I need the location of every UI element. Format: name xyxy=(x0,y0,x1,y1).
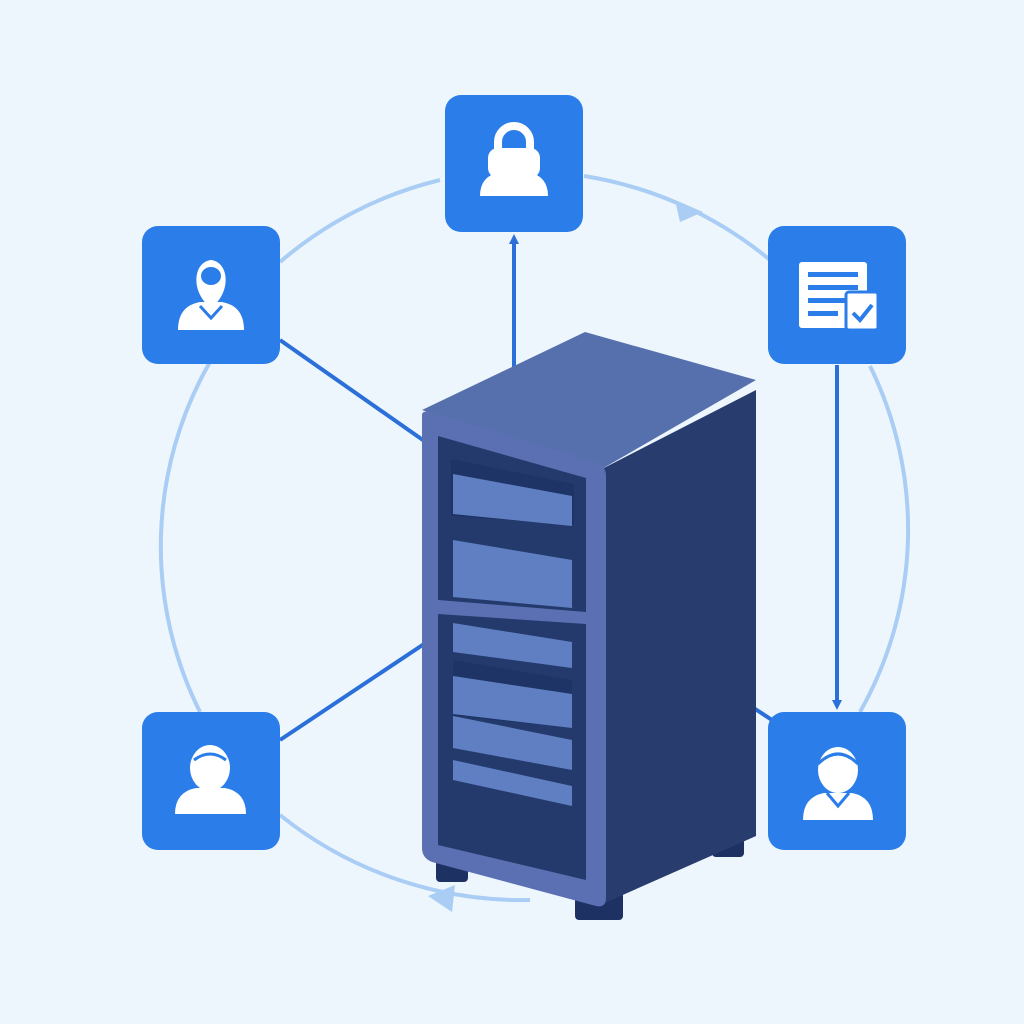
user-icon xyxy=(175,745,246,814)
node-bottom-left-user[interactable] xyxy=(142,712,280,850)
ring-arrow-bottom xyxy=(428,885,455,912)
ring xyxy=(158,174,911,912)
ring-arrow-top-right xyxy=(675,200,703,222)
server-rack xyxy=(422,332,756,920)
node-bottom-right-user[interactable] xyxy=(768,712,906,850)
user-headset-icon xyxy=(803,747,873,820)
connector-server-to-left xyxy=(278,338,432,447)
user-location-icon xyxy=(178,260,244,330)
node-top-lock[interactable] xyxy=(445,95,583,232)
connector-server-to-bottom-left xyxy=(278,638,432,742)
user-lock-icon xyxy=(480,122,548,196)
server-icon xyxy=(422,332,756,920)
node-right-document[interactable] xyxy=(768,226,906,364)
document-check-icon xyxy=(799,262,880,332)
node-left-location[interactable] xyxy=(142,226,280,364)
